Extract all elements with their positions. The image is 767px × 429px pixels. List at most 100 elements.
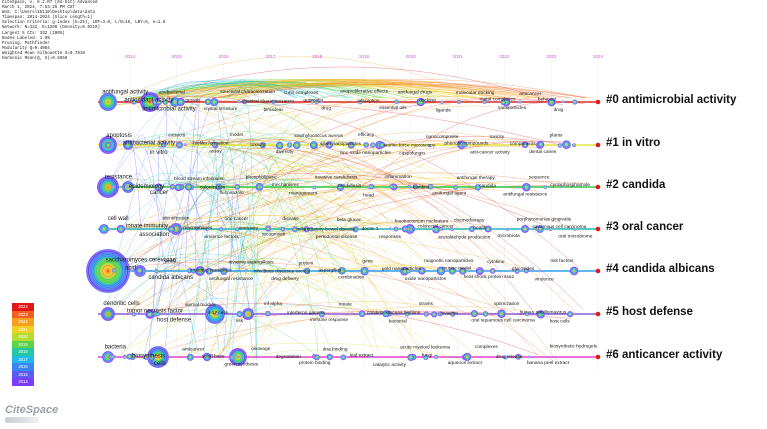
term-node[interactable] xyxy=(312,185,317,190)
term-node[interactable] xyxy=(259,142,267,149)
term-node[interactable] xyxy=(131,98,137,105)
term-node[interactable] xyxy=(100,306,116,322)
term-node[interactable] xyxy=(154,183,163,192)
term-node[interactable] xyxy=(320,100,323,104)
term-node[interactable] xyxy=(286,142,293,148)
term-node[interactable] xyxy=(520,224,530,234)
term-node[interactable] xyxy=(187,267,193,274)
term-node[interactable] xyxy=(218,227,224,232)
term-node[interactable] xyxy=(139,91,161,113)
term-node[interactable] xyxy=(309,141,318,149)
term-node[interactable] xyxy=(314,354,320,361)
term-node[interactable] xyxy=(167,225,176,233)
term-node[interactable] xyxy=(363,142,370,148)
term-node[interactable] xyxy=(482,99,488,105)
term-node[interactable] xyxy=(484,225,492,233)
term-node[interactable] xyxy=(98,92,118,112)
term-node[interactable] xyxy=(169,96,181,108)
term-node[interactable] xyxy=(122,354,127,359)
term-node[interactable] xyxy=(184,183,193,191)
term-node[interactable] xyxy=(143,354,150,360)
term-node[interactable] xyxy=(406,226,411,232)
term-node[interactable] xyxy=(358,310,366,318)
term-node[interactable] xyxy=(368,355,372,358)
term-node[interactable] xyxy=(509,269,513,272)
term-node[interactable] xyxy=(235,227,240,232)
term-node[interactable] xyxy=(407,353,415,362)
term-node[interactable] xyxy=(244,268,248,273)
term-node[interactable] xyxy=(378,141,386,149)
term-node[interactable] xyxy=(521,141,529,149)
term-node[interactable] xyxy=(433,354,439,360)
term-node[interactable] xyxy=(202,352,212,362)
cluster-label[interactable]: #2 candida xyxy=(606,179,666,191)
term-node[interactable] xyxy=(561,140,571,150)
term-node[interactable] xyxy=(111,268,117,273)
term-node[interactable] xyxy=(228,347,248,367)
term-node[interactable] xyxy=(154,268,159,274)
term-node[interactable] xyxy=(104,141,112,149)
term-node[interactable] xyxy=(358,100,363,105)
cluster-row[interactable] xyxy=(98,311,601,317)
term-node[interactable] xyxy=(239,355,243,359)
term-node[interactable] xyxy=(107,228,111,231)
term-node[interactable] xyxy=(514,268,520,274)
term-node[interactable] xyxy=(236,310,243,318)
term-node[interactable] xyxy=(258,143,262,147)
term-node[interactable] xyxy=(186,353,194,361)
cluster-label[interactable]: #1 in vitro xyxy=(606,137,661,149)
term-node[interactable] xyxy=(423,311,429,317)
term-node[interactable] xyxy=(393,226,399,232)
term-node[interactable] xyxy=(209,97,219,107)
term-node[interactable] xyxy=(456,99,462,105)
cluster-label[interactable]: #6 anticancer activity xyxy=(606,349,723,361)
term-node[interactable] xyxy=(536,310,545,319)
term-node[interactable] xyxy=(175,141,184,149)
term-node[interactable] xyxy=(310,99,315,104)
term-node[interactable] xyxy=(336,183,345,192)
term-node[interactable] xyxy=(518,100,522,104)
term-node[interactable] xyxy=(388,227,392,231)
term-node[interactable] xyxy=(184,143,188,147)
term-node[interactable] xyxy=(500,99,507,106)
term-node[interactable] xyxy=(265,225,272,232)
term-node[interactable] xyxy=(122,139,134,151)
cluster-label[interactable]: #0 antimicrobial activity xyxy=(606,94,737,106)
term-node[interactable] xyxy=(147,353,156,361)
term-node[interactable] xyxy=(215,183,223,191)
term-node[interactable] xyxy=(406,268,411,274)
term-node[interactable] xyxy=(431,227,435,231)
term-node[interactable] xyxy=(176,97,185,107)
term-node[interactable] xyxy=(482,311,489,317)
term-node[interactable] xyxy=(401,225,409,233)
term-node[interactable] xyxy=(515,353,522,360)
term-node[interactable] xyxy=(382,310,390,318)
term-node[interactable] xyxy=(548,227,553,232)
term-node[interactable] xyxy=(497,309,506,319)
term-node[interactable] xyxy=(477,268,483,274)
term-node[interactable] xyxy=(378,312,382,316)
term-node[interactable] xyxy=(205,267,213,275)
term-node[interactable] xyxy=(394,99,400,105)
term-node[interactable] xyxy=(571,143,577,148)
term-node[interactable] xyxy=(162,99,169,105)
term-node[interactable] xyxy=(367,185,371,189)
term-node[interactable] xyxy=(275,141,284,150)
term-node[interactable] xyxy=(439,227,444,231)
term-node[interactable] xyxy=(111,354,116,359)
term-node[interactable] xyxy=(325,141,334,149)
term-node[interactable] xyxy=(561,100,565,104)
term-node[interactable] xyxy=(126,185,130,189)
term-node[interactable] xyxy=(360,266,369,276)
term-node[interactable] xyxy=(241,99,247,105)
cluster-label[interactable]: #5 host defense xyxy=(606,306,693,318)
term-node[interactable] xyxy=(347,141,355,149)
term-node[interactable] xyxy=(190,268,197,274)
cluster-row[interactable] xyxy=(98,354,601,360)
term-node[interactable] xyxy=(489,267,496,274)
term-node[interactable] xyxy=(566,310,574,318)
term-node[interactable] xyxy=(534,226,540,232)
term-node[interactable] xyxy=(418,267,426,275)
term-node[interactable] xyxy=(423,354,429,361)
term-node[interactable] xyxy=(450,311,456,317)
